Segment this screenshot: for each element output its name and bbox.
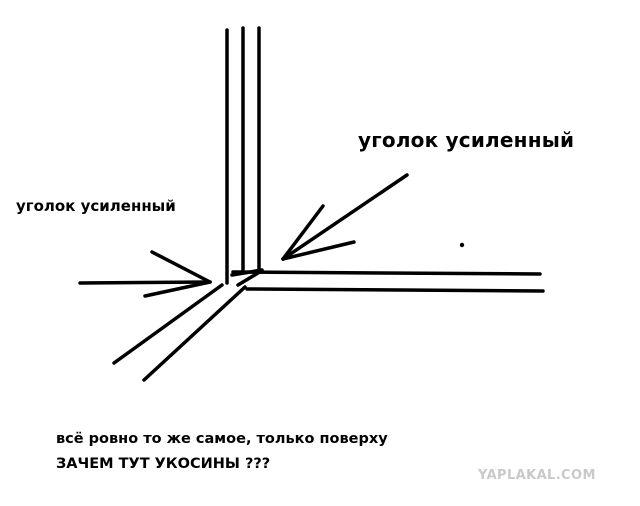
site-watermark: YAPLAKAL.COM <box>478 468 596 483</box>
horizontal-beam <box>231 270 545 293</box>
note-line-1: всё ровно то же самое, только поверху <box>56 431 388 447</box>
vertical-beam <box>225 26 261 285</box>
left-arrow <box>78 250 212 298</box>
reinforced-corner-label-left: уголок усиленный <box>16 197 176 215</box>
note-line-2: ЗАЧЕМ ТУТ УКОСИНЫ ??? <box>56 456 271 472</box>
stray-dot <box>459 242 465 248</box>
right-arrow <box>281 173 409 261</box>
reinforced-corner-label-right: уголок усиленный <box>358 128 575 152</box>
corner-brace <box>230 268 264 287</box>
diagonal-beam <box>112 283 247 382</box>
